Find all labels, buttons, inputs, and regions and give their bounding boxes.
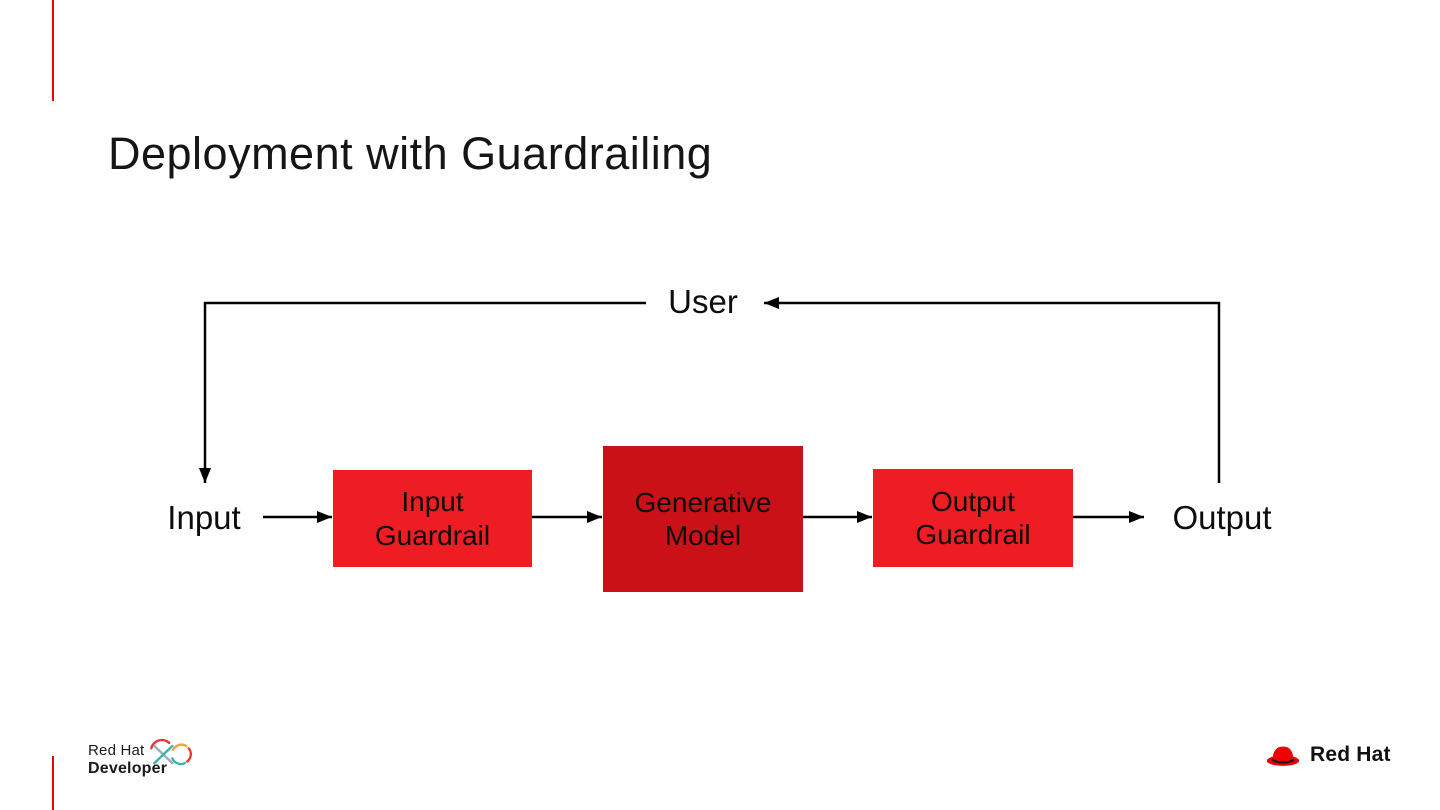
user-label: User — [668, 283, 738, 320]
output-label: Output — [1172, 499, 1272, 536]
input-guardrail-label-line1: Input — [401, 486, 464, 518]
output-guardrail-box: Output Guardrail — [873, 469, 1073, 567]
feedback-line-user-to-input — [199, 301, 646, 483]
output-guardrail-label-line2: Guardrail — [915, 519, 1031, 550]
accent-line-bottom — [52, 756, 54, 810]
redhat-logo-text: Red Hat — [1310, 743, 1391, 766]
input-guardrail-box: Input Guardrail — [333, 470, 532, 567]
input-label: Input — [167, 499, 241, 536]
slide-title: Deployment with Guardrailing — [108, 128, 713, 179]
output-guardrail-label-line1: Output — [930, 485, 1016, 517]
feedback-line-output-to-user — [764, 297, 1221, 483]
accent-line-top — [52, 0, 54, 101]
input-guardrail-label-line2: Guardrail — [374, 519, 491, 551]
generative-model-label-line1: Generative — [634, 486, 772, 518]
generative-model-box: Generative Model — [603, 446, 803, 592]
generative-model-label-line2: Model — [664, 520, 742, 551]
redhat-logo: Red Hat — [1264, 740, 1391, 770]
redhat-developer-logo-line1: Red Hat — [88, 742, 145, 759]
redhat-developer-logo: Red Hat Developer — [88, 742, 167, 778]
developer-infinity-icon — [150, 738, 192, 766]
redhat-developer-logo-line2: Developer — [88, 760, 168, 777]
redhat-fedora-icon — [1266, 746, 1300, 766]
